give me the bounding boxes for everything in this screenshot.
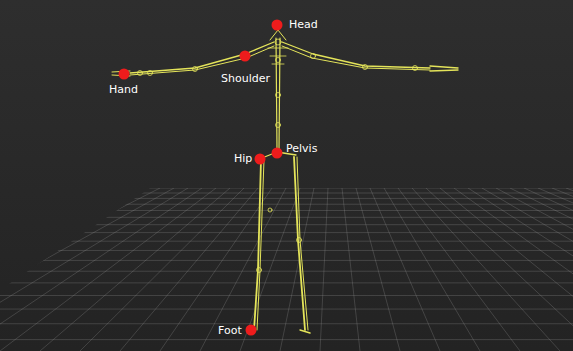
grid-line <box>160 188 272 351</box>
skeleton <box>112 30 458 333</box>
grid-line <box>0 188 6 351</box>
grid-line <box>40 188 230 351</box>
grid-line <box>0 188 76 351</box>
grid-line <box>200 188 286 351</box>
grid-line <box>370 188 440 351</box>
joint-label: Hip <box>234 152 252 165</box>
grid-line <box>496 188 573 351</box>
grid-line <box>0 188 216 351</box>
grid-line <box>120 188 258 351</box>
grid-line <box>0 188 104 351</box>
joint-label: Hand <box>109 83 138 96</box>
grid-line <box>0 188 132 351</box>
grid-line <box>0 250 573 251</box>
grid-line <box>0 188 118 351</box>
grid-line <box>0 188 90 351</box>
grid-line <box>0 217 573 218</box>
joint-label: Pelvis <box>286 142 317 155</box>
grid-line <box>0 224 573 225</box>
grid-line <box>0 339 573 340</box>
grid-line <box>0 188 48 351</box>
grid-line <box>0 188 160 351</box>
floor-grid <box>0 188 573 351</box>
joint-label: Shoulder <box>221 72 270 85</box>
grid-line <box>0 188 573 189</box>
grid-line <box>0 193 573 194</box>
grid-line <box>0 188 202 351</box>
grid-line <box>426 188 573 351</box>
grid-line <box>0 232 573 233</box>
grid-line <box>0 188 188 351</box>
joint-label: Head <box>289 18 318 31</box>
grid-line <box>0 188 62 351</box>
grid-line <box>80 188 244 351</box>
grid-line <box>0 198 573 199</box>
grid-line <box>566 188 573 351</box>
grid-line <box>0 204 573 205</box>
grid-line <box>0 188 34 351</box>
grid-line <box>510 188 573 351</box>
grid-line <box>342 188 360 351</box>
grid-line <box>0 271 573 272</box>
grid-line <box>320 188 328 351</box>
grid-line <box>0 188 20 351</box>
grid-line <box>412 188 560 351</box>
grid-line <box>0 241 573 242</box>
grid-line <box>356 188 400 351</box>
grid-line <box>538 188 573 351</box>
grid-line <box>240 188 300 351</box>
grid-line <box>0 323 573 324</box>
joint-label: Foot <box>218 324 242 337</box>
grid-line <box>454 188 573 351</box>
grid-line <box>524 188 573 351</box>
grid-line <box>468 188 573 351</box>
grid-line <box>0 295 573 296</box>
marker-dots <box>119 20 283 336</box>
grid-line <box>0 260 573 261</box>
grid-line <box>0 282 573 283</box>
grid-line <box>552 188 573 351</box>
grid-line <box>398 188 520 351</box>
grid-line <box>0 210 573 211</box>
grid-line <box>0 188 146 351</box>
grid-line <box>384 188 480 351</box>
grid-line <box>0 309 573 310</box>
